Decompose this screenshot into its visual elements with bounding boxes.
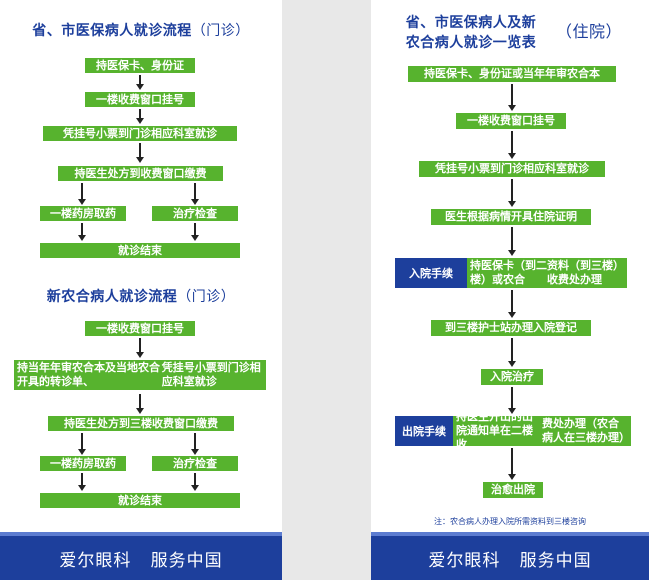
flow-step-treatment: 治疗检查 <box>152 206 238 221</box>
arrow-down-icon <box>508 227 516 256</box>
arrow-down-icon <box>508 290 516 318</box>
coop-title: 新农合病人就诊流程（门诊） <box>0 286 282 306</box>
admission-procedure-label: 入院手续 <box>395 258 467 288</box>
discharge-detail-line2: 费处办理（农合病人在三楼办理） <box>542 417 630 444</box>
arrow-down-icon <box>191 183 199 205</box>
coop-step-register: 一楼收费窗口挂号 <box>85 321 195 336</box>
inpatient-flow-panel: 省、市医保病人及新 农合病人就诊一览表 （住院） 持医保卡、身份证或当年年审农合… <box>371 0 649 580</box>
inpatient-title-tag: （住院） <box>556 22 623 41</box>
flow-step-payment: 持医生处方到收费窗口缴费 <box>58 166 223 181</box>
inpatient-step-discharge: 治愈出院 <box>483 482 543 498</box>
arrow-down-icon <box>191 433 199 455</box>
inpatient-step-treatment: 入院治疗 <box>481 369 543 385</box>
admission-detail-line2: 资料（到三楼）收费处办理 <box>547 259 624 286</box>
arrow-down-icon <box>136 109 144 124</box>
flow-step-end: 就诊结束 <box>40 243 240 258</box>
arrow-down-icon <box>78 433 86 455</box>
arrow-down-icon <box>508 338 516 367</box>
consultation-note: 注：农合病人办理入院所需资料到三楼咨询 <box>434 517 586 526</box>
flow-step-register: 一楼收费窗口挂号 <box>85 92 195 107</box>
inpatient-step-nurse-station: 到三楼护士站办理入院登记 <box>431 320 591 336</box>
discharge-detail-line1: 持医生开出的出院通知单在二楼收 <box>456 416 533 446</box>
coop-step-treatment: 治疗检查 <box>152 456 238 471</box>
inpatient-title-line1: 省、市医保病人及新 <box>405 15 537 31</box>
flow-step-consult: 凭挂号小票到门诊相应科室就诊 <box>43 126 237 141</box>
inpatient-step-documents: 持医保卡、身份证或当年年审农合本 <box>408 66 616 82</box>
arrow-down-icon <box>78 473 86 491</box>
discharge-procedure-detail: 持医生开出的出院通知单在二楼收 费处办理（农合病人在三楼办理） <box>453 416 631 446</box>
arrow-down-icon <box>136 338 144 358</box>
brand-slogan: 爱尔眼科 服务中国 <box>428 550 592 571</box>
coop-step-referral: 持当年年审农合本及当地农合开具的转诊单、 凭挂号小票到门诊相应科室就诊 <box>14 360 266 390</box>
coop-title-text: 新农合病人就诊流程 <box>46 289 178 305</box>
admission-procedure-detail: 持医保卡（到二楼）或农合 资料（到三楼）收费处办理 <box>467 258 627 288</box>
panel-gap <box>282 0 371 580</box>
outpatient-title: 省、市医保病人就诊流程（门诊） <box>0 20 282 40</box>
coop-step-referral-line1: 持当年年审农合本及当地农合开具的转诊单、 <box>17 361 160 388</box>
coop-title-tag: （门诊） <box>177 289 236 305</box>
arrow-down-icon <box>136 143 144 163</box>
inpatient-step-register: 一楼收费窗口挂号 <box>456 113 566 129</box>
coop-step-payment: 持医生处方到三楼收费窗口缴费 <box>48 416 234 431</box>
arrow-down-icon <box>191 223 199 241</box>
outpatient-title-tag: （门诊） <box>191 23 250 39</box>
brand-footer: 爱尔眼科 服务中国 <box>0 532 282 580</box>
brand-slogan: 爱尔眼科 服务中国 <box>59 550 223 571</box>
flow-step-pharmacy: 一楼药房取药 <box>40 206 126 221</box>
arrow-down-icon <box>508 131 516 159</box>
brand-footer: 爱尔眼科 服务中国 <box>371 532 649 580</box>
arrow-down-icon <box>136 394 144 414</box>
arrow-down-icon <box>508 387 516 414</box>
inpatient-step-consult: 凭挂号小票到门诊相应科室就诊 <box>419 161 605 177</box>
inpatient-title-line2: 农合病人就诊一览表 <box>405 35 537 51</box>
inpatient-step-certificate: 医生根据病情开具住院证明 <box>431 209 591 225</box>
arrow-down-icon <box>78 223 86 241</box>
outpatient-title-text: 省、市医保病人就诊流程 <box>32 23 192 39</box>
admission-detail-line1: 持医保卡（到二楼）或农合 <box>470 259 547 286</box>
coop-step-referral-line2: 凭挂号小票到门诊相应科室就诊 <box>161 361 261 388</box>
arrow-down-icon <box>508 448 516 480</box>
arrow-down-icon <box>508 179 516 207</box>
discharge-procedure-label: 出院手续 <box>395 416 453 446</box>
arrow-down-icon <box>78 183 86 205</box>
coop-step-end: 就诊结束 <box>40 493 240 508</box>
outpatient-flow-panel: 省、市医保病人就诊流程（门诊） 持医保卡、身份证 一楼收费窗口挂号 凭挂号小票到… <box>0 0 282 580</box>
flow-step-insurance-card: 持医保卡、身份证 <box>85 58 195 73</box>
arrow-down-icon <box>191 473 199 491</box>
coop-step-pharmacy: 一楼药房取药 <box>40 456 126 471</box>
arrow-down-icon <box>508 84 516 111</box>
arrow-down-icon <box>136 75 144 90</box>
